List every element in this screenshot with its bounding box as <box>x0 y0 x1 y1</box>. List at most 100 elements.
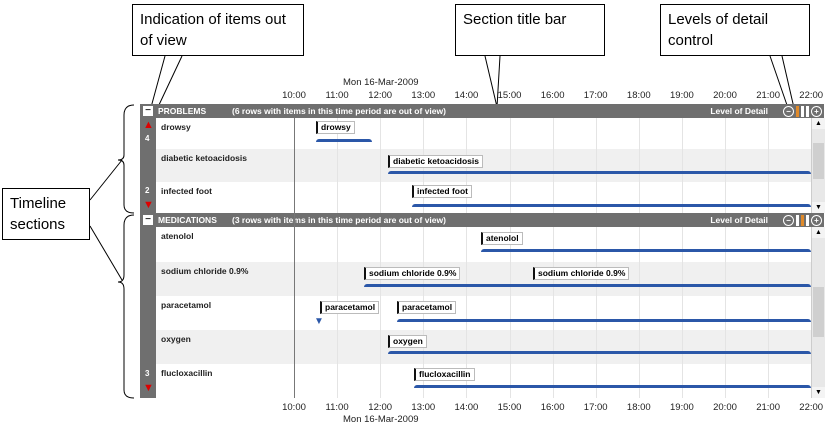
time-tick: 19:00 <box>670 402 694 413</box>
gridline <box>638 182 640 213</box>
medications-section-header[interactable]: − MEDICATIONS (3 rows with items in this… <box>140 213 824 227</box>
gridline <box>552 182 554 213</box>
current-time-line <box>294 118 295 398</box>
gridline <box>768 149 770 182</box>
down-arrow-icon[interactable]: ▼ <box>143 382 154 394</box>
zoom-in-icon[interactable]: + <box>811 105 822 117</box>
duration-bar[interactable] <box>481 249 811 252</box>
lod-level-1[interactable] <box>796 105 799 117</box>
time-tick: 10:00 <box>282 402 306 413</box>
callout-out-of-view: Indication of items out of view <box>132 4 304 56</box>
item-label[interactable]: sodium chloride 0.9% <box>533 267 630 280</box>
dose-marker-icon[interactable]: ▼ <box>314 316 324 327</box>
lod-control[interactable]: − + <box>783 105 822 117</box>
duration-bar[interactable] <box>412 204 811 207</box>
row-label: paracetamol <box>161 300 212 310</box>
zoom-in-icon[interactable]: + <box>811 214 822 226</box>
problem-row: drowsy drowsy <box>156 118 813 149</box>
gridline <box>768 364 770 398</box>
item-label[interactable]: sodium chloride 0.9% <box>364 267 461 280</box>
lod-level-1[interactable] <box>796 214 799 226</box>
scroll-up-icon[interactable]: ▲ <box>812 118 825 129</box>
callout-timeline-sections: Timeline sections <box>2 188 90 240</box>
lod-level-2[interactable] <box>801 105 804 117</box>
scroll-thumb[interactable] <box>813 287 824 337</box>
problems-scrollbar[interactable]: ▲ ▼ <box>811 118 825 213</box>
duration-bar[interactable] <box>388 351 811 354</box>
gridline <box>638 364 640 398</box>
zoom-out-icon[interactable]: − <box>783 105 794 117</box>
time-tick: 16:00 <box>540 90 565 101</box>
medication-row: flucloxacillin flucloxacillin <box>156 364 813 398</box>
gridline <box>768 227 770 262</box>
below-count: 2 <box>145 186 150 195</box>
duration-bar[interactable] <box>316 139 372 142</box>
time-tick: 15:00 <box>497 402 522 413</box>
up-arrow-icon[interactable]: ▲ <box>143 119 154 131</box>
time-tick: 17:00 <box>583 90 608 101</box>
duration-bar[interactable] <box>414 385 811 388</box>
gridline <box>337 227 339 262</box>
gridline <box>337 149 339 182</box>
medication-row: paracetamol paracetamol ▼ paracetamol <box>156 296 813 330</box>
gridline <box>552 149 554 182</box>
gridline <box>638 118 640 149</box>
item-label[interactable]: atenolol <box>481 232 523 245</box>
duration-bar[interactable] <box>388 171 811 174</box>
item-label[interactable]: flucloxacillin <box>414 368 475 381</box>
down-arrow-icon[interactable]: ▼ <box>143 199 154 211</box>
time-tick: 16:00 <box>540 402 565 413</box>
gridline <box>768 296 770 330</box>
item-label[interactable]: paracetamol <box>320 301 380 314</box>
scroll-up-icon[interactable]: ▲ <box>812 227 825 238</box>
gridline <box>681 262 683 296</box>
gridline <box>681 364 683 398</box>
item-label[interactable]: oxygen <box>388 335 427 348</box>
gridline <box>423 364 425 398</box>
gridline <box>595 364 597 398</box>
scroll-down-icon[interactable]: ▼ <box>812 202 825 213</box>
time-tick: 11:00 <box>325 402 349 413</box>
duration-bar[interactable] <box>364 284 811 287</box>
gridline <box>681 149 683 182</box>
row-label: oxygen <box>161 334 191 344</box>
lod-control[interactable]: − + <box>783 214 822 226</box>
duration-bar[interactable] <box>397 319 811 322</box>
gridline <box>509 149 511 182</box>
collapse-icon[interactable]: − <box>143 106 153 116</box>
gridline <box>337 262 339 296</box>
item-label[interactable]: paracetamol <box>397 301 457 314</box>
lod-level-3[interactable] <box>806 214 809 226</box>
gridline <box>768 262 770 296</box>
gridline <box>552 330 554 364</box>
gridline <box>595 296 597 330</box>
gridline <box>595 182 597 213</box>
item-label[interactable]: diabetic ketoacidosis <box>388 155 483 168</box>
scroll-down-icon[interactable]: ▼ <box>812 387 825 398</box>
gridline <box>768 182 770 213</box>
gridline <box>681 227 683 262</box>
below-count: 3 <box>145 369 150 378</box>
gridline <box>380 227 382 262</box>
gridline <box>595 118 597 149</box>
gridline <box>423 227 425 262</box>
lod-label: Level of Detail <box>710 106 768 116</box>
time-tick: 12:00 <box>368 90 393 101</box>
gridline <box>380 364 382 398</box>
item-label[interactable]: infected foot <box>412 185 472 198</box>
gridline <box>552 118 554 149</box>
collapse-icon[interactable]: − <box>143 215 153 225</box>
callout-lod-control: Levels of detail control <box>660 4 810 56</box>
medications-scrollbar[interactable]: ▲ ▼ <box>811 227 825 398</box>
item-label[interactable]: drowsy <box>316 121 355 134</box>
scroll-thumb[interactable] <box>813 143 824 179</box>
gridline <box>638 330 640 364</box>
gridline <box>423 118 425 149</box>
problems-section-header[interactable]: − PROBLEMS (6 rows with items in this ti… <box>140 104 824 118</box>
time-tick: 20:00 <box>713 90 737 101</box>
lod-level-3[interactable] <box>806 105 809 117</box>
lod-level-2[interactable] <box>801 214 804 226</box>
zoom-out-icon[interactable]: − <box>783 214 794 226</box>
gridline <box>638 296 640 330</box>
